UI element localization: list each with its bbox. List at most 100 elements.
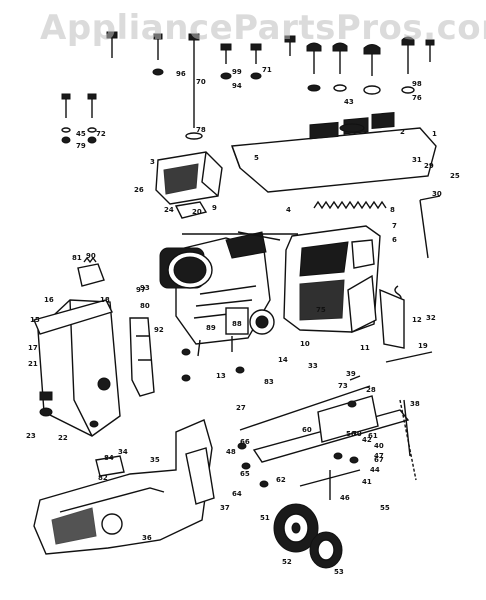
axle-assembly bbox=[237, 375, 411, 500]
part-label: 99 bbox=[232, 68, 242, 76]
bolt-icon bbox=[250, 43, 262, 80]
carriage-bolt-icon bbox=[363, 44, 381, 95]
part-label: 75 bbox=[316, 306, 326, 314]
part-label: 19 bbox=[418, 342, 428, 350]
part-label: 2 bbox=[400, 128, 405, 136]
left-side-panel bbox=[33, 299, 121, 437]
part-label: 14 bbox=[278, 356, 288, 364]
tube-fitting bbox=[351, 239, 375, 269]
part-label: 96 bbox=[176, 70, 186, 78]
part-label: 6 bbox=[392, 236, 397, 244]
carriage-bolt-icon bbox=[401, 36, 415, 94]
part-label: 52 bbox=[282, 558, 292, 566]
part-label: 11 bbox=[360, 344, 370, 352]
long-bolt-icon bbox=[185, 33, 203, 140]
part-label: 26 bbox=[134, 186, 144, 194]
part-label: 32 bbox=[426, 314, 436, 322]
part-label: 33 bbox=[308, 362, 318, 370]
part-label: 60 bbox=[302, 426, 312, 434]
part-label: 78 bbox=[196, 126, 206, 134]
l-rod bbox=[419, 195, 441, 259]
engine-assembly bbox=[159, 231, 275, 357]
part-label: 48 bbox=[226, 448, 236, 456]
bolt-icon bbox=[61, 93, 71, 144]
part-label: 43 bbox=[344, 98, 354, 106]
part-label: 83 bbox=[264, 378, 274, 386]
bolt-row-top bbox=[106, 31, 435, 140]
part-label: 31 bbox=[412, 156, 422, 164]
part-label: 7 bbox=[392, 222, 397, 230]
part-label: 94 bbox=[232, 82, 242, 90]
bolt-icon bbox=[106, 31, 118, 58]
part-label: 25 bbox=[450, 172, 460, 180]
part-label: 24 bbox=[164, 206, 174, 214]
part-label: 65 bbox=[240, 470, 250, 478]
part-label: 42 bbox=[362, 436, 372, 444]
part-label: 13 bbox=[216, 372, 226, 380]
part-label: 82 bbox=[98, 474, 108, 482]
part-label: 71 bbox=[262, 66, 272, 74]
part-label: 55 bbox=[380, 504, 390, 512]
part-label: 22 bbox=[58, 434, 68, 442]
part-label: 4 bbox=[286, 206, 291, 214]
part-label: 44 bbox=[370, 466, 380, 474]
part-label: 40 bbox=[374, 442, 384, 450]
part-label: 17 bbox=[28, 344, 38, 352]
part-label: 80 bbox=[140, 302, 150, 310]
part-label: 41 bbox=[362, 478, 372, 486]
part-label: 10 bbox=[300, 340, 310, 348]
part-label: 45 bbox=[76, 130, 86, 138]
bolt-icon bbox=[152, 33, 164, 76]
part-label: 76 bbox=[412, 94, 422, 102]
part-label: 5 bbox=[254, 154, 259, 162]
part-label: 3 bbox=[150, 158, 155, 166]
part-label: 21 bbox=[28, 360, 38, 368]
part-label: 8 bbox=[390, 206, 395, 214]
rod-right bbox=[385, 351, 433, 481]
part-label: 88 bbox=[232, 320, 242, 328]
part-label: 50 bbox=[352, 430, 362, 438]
bottom-frame bbox=[33, 419, 215, 555]
carriage-bolt-icon bbox=[332, 42, 348, 92]
part-label: 16 bbox=[44, 296, 54, 304]
part-label: 66 bbox=[240, 438, 250, 446]
part-label: 56 bbox=[346, 430, 356, 438]
part-callouts: 1 2 3 4 5 6 7 8 9 10 11 12 13 14 15 16 1… bbox=[26, 66, 460, 576]
part-label: 38 bbox=[410, 400, 420, 408]
part-label: 39 bbox=[346, 370, 356, 378]
support-strap bbox=[129, 317, 155, 397]
part-label: 62 bbox=[276, 476, 286, 484]
part-label: 89 bbox=[206, 324, 216, 332]
part-label: 98 bbox=[412, 80, 422, 88]
part-label: 18 bbox=[100, 296, 110, 304]
bolt-icon bbox=[220, 43, 232, 80]
part-label: 12 bbox=[412, 316, 422, 324]
wheel-large bbox=[273, 503, 319, 553]
part-label: 67 bbox=[374, 456, 384, 464]
spring-coil bbox=[313, 200, 387, 210]
watermark-logo-text: AppliancePartsPros.com bbox=[40, 8, 486, 48]
fasteners-left bbox=[39, 348, 245, 428]
part-label: 84 bbox=[104, 454, 114, 462]
part-label: 70 bbox=[196, 78, 206, 86]
wheel-small bbox=[309, 531, 343, 569]
carriage-bolt-icon bbox=[306, 42, 322, 92]
part-label: 37 bbox=[220, 504, 230, 512]
part-label: 81 bbox=[72, 254, 82, 262]
bolt-icon bbox=[284, 35, 296, 56]
part-label: 79 bbox=[76, 142, 86, 150]
side-bracket-right bbox=[379, 288, 405, 349]
part-label: 64 bbox=[232, 490, 242, 498]
part-label: 23 bbox=[26, 432, 36, 440]
part-label: 90 bbox=[86, 252, 96, 260]
part-label: 36 bbox=[142, 534, 152, 542]
part-label: 28 bbox=[366, 386, 376, 394]
part-label: 29 bbox=[424, 162, 434, 170]
bolt-icon bbox=[87, 93, 97, 144]
part-label: 47 bbox=[374, 452, 384, 460]
part-label: 73 bbox=[338, 382, 348, 390]
part-label: 30 bbox=[432, 190, 442, 198]
fuel-tank bbox=[155, 151, 223, 205]
part-label: 72 bbox=[96, 130, 106, 138]
